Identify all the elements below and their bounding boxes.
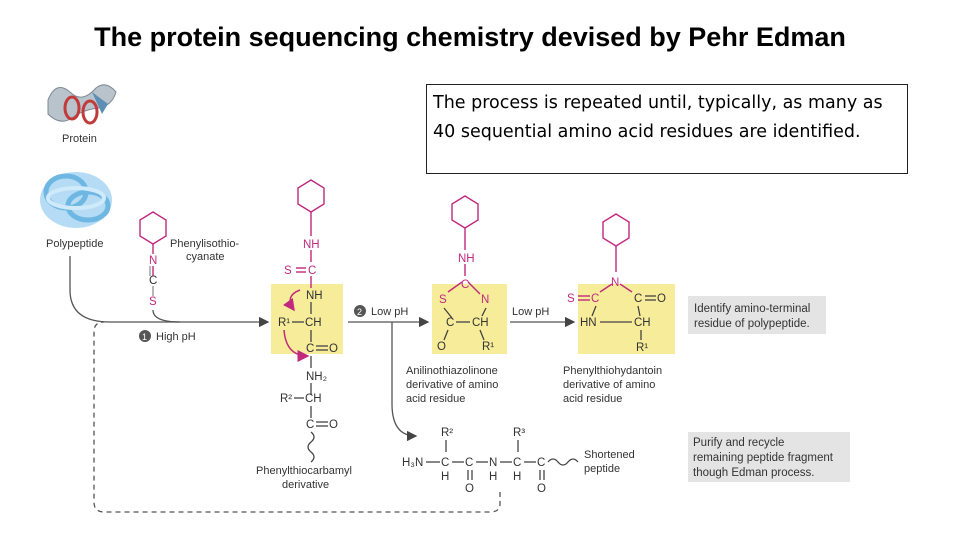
- protein-icon: [47, 84, 117, 125]
- ptc-label-1: Phenylthiocarbamyl: [256, 465, 352, 477]
- svg-text:R²: R²: [441, 427, 453, 439]
- svg-text:CH: CH: [305, 317, 322, 329]
- svg-text:O: O: [437, 341, 446, 353]
- svg-text:N: N: [149, 255, 157, 267]
- atz-label-1: Anilinothiazolinone: [406, 365, 498, 377]
- svg-text:NH: NH: [306, 290, 323, 302]
- page-title: The protein sequencing chemistry devised…: [94, 22, 846, 52]
- polypeptide-label: Polypeptide: [46, 238, 104, 250]
- svg-text:HN: HN: [580, 317, 597, 329]
- svg-text:O: O: [465, 483, 474, 495]
- highlight-atz: [432, 284, 507, 354]
- purify-line-2: remaining peptide fragment: [693, 452, 834, 464]
- shortened-label-2: peptide: [584, 463, 620, 475]
- svg-text:C: C: [306, 419, 314, 431]
- svg-text:C: C: [537, 457, 545, 469]
- protein-label: Protein: [62, 133, 97, 145]
- atz-label-3: acid residue: [406, 393, 465, 405]
- identify-line-1: Identify amino-terminal: [694, 303, 810, 315]
- purify-line-3: though Edman process.: [693, 467, 814, 479]
- pitc-molecule: [139, 211, 167, 296]
- pth-label-2: derivative of amino: [563, 379, 655, 391]
- svg-text:H: H: [489, 471, 497, 483]
- step-1-label: High pH: [156, 331, 196, 343]
- step-1-badge: [139, 330, 151, 342]
- svg-text:CH: CH: [472, 317, 489, 329]
- svg-text:NH: NH: [303, 239, 320, 251]
- svg-text:S: S: [284, 265, 292, 277]
- svg-text:C: C: [149, 275, 157, 287]
- pth-label-1: Phenylthiohydantoin: [563, 365, 662, 377]
- identify-box: [688, 296, 826, 334]
- svg-text:R³: R³: [513, 427, 525, 439]
- svg-text:O: O: [329, 419, 338, 431]
- shortened-label-1: Shortened: [584, 449, 635, 461]
- svg-text:C: C: [634, 293, 642, 305]
- pth-label-3: acid residue: [563, 393, 622, 405]
- svg-text:NH₂: NH₂: [306, 371, 327, 383]
- svg-text:C: C: [446, 317, 454, 329]
- svg-text:N: N: [489, 457, 497, 469]
- svg-text:CH: CH: [634, 317, 651, 329]
- ptc-label-2: derivative: [282, 479, 329, 491]
- svg-text:N: N: [611, 277, 619, 289]
- svg-text:O: O: [537, 483, 546, 495]
- step-2-label: Low pH: [371, 306, 408, 318]
- svg-text:C: C: [465, 457, 473, 469]
- atz-label-2: derivative of amino: [406, 379, 498, 391]
- step-2-badge: [354, 305, 366, 317]
- low-ph-label: Low pH: [512, 306, 549, 318]
- identify-line-2: residue of polypeptide.: [694, 318, 810, 330]
- svg-text:R¹: R¹: [482, 341, 494, 353]
- callout-box: The process is repeated until, typically…: [426, 84, 908, 174]
- svg-text:C: C: [306, 343, 314, 355]
- highlight-ptc: [271, 284, 343, 354]
- svg-text:H₃N: H₃N: [402, 457, 423, 469]
- svg-text:O: O: [329, 343, 338, 355]
- svg-text:S: S: [439, 294, 447, 306]
- svg-text:H: H: [441, 471, 449, 483]
- purify-box: [688, 432, 850, 482]
- svg-text:C: C: [461, 279, 469, 291]
- svg-text:S: S: [149, 296, 157, 308]
- purify-line-1: Purify and recycle: [693, 437, 784, 449]
- svg-text:CH: CH: [305, 393, 322, 405]
- svg-text:O: O: [657, 293, 666, 305]
- svg-text:C: C: [513, 457, 521, 469]
- svg-text:R¹: R¹: [278, 317, 290, 329]
- pitc-label-2: cyanate: [186, 251, 225, 263]
- svg-text:NH: NH: [458, 253, 475, 265]
- svg-text:2: 2: [357, 307, 362, 317]
- pitc-label-1: Phenylisothio-: [170, 238, 239, 250]
- svg-text:R¹: R¹: [636, 342, 648, 354]
- svg-text:S: S: [567, 293, 575, 305]
- svg-text:C: C: [441, 457, 449, 469]
- svg-text:C: C: [591, 293, 599, 305]
- svg-text:R²: R²: [280, 393, 292, 405]
- svg-text:1: 1: [142, 332, 147, 342]
- svg-text:N: N: [481, 294, 489, 306]
- svg-text:C: C: [308, 265, 316, 277]
- svg-text:H: H: [513, 471, 521, 483]
- highlight-pth: [578, 284, 675, 354]
- polypeptide-icon: [40, 172, 112, 228]
